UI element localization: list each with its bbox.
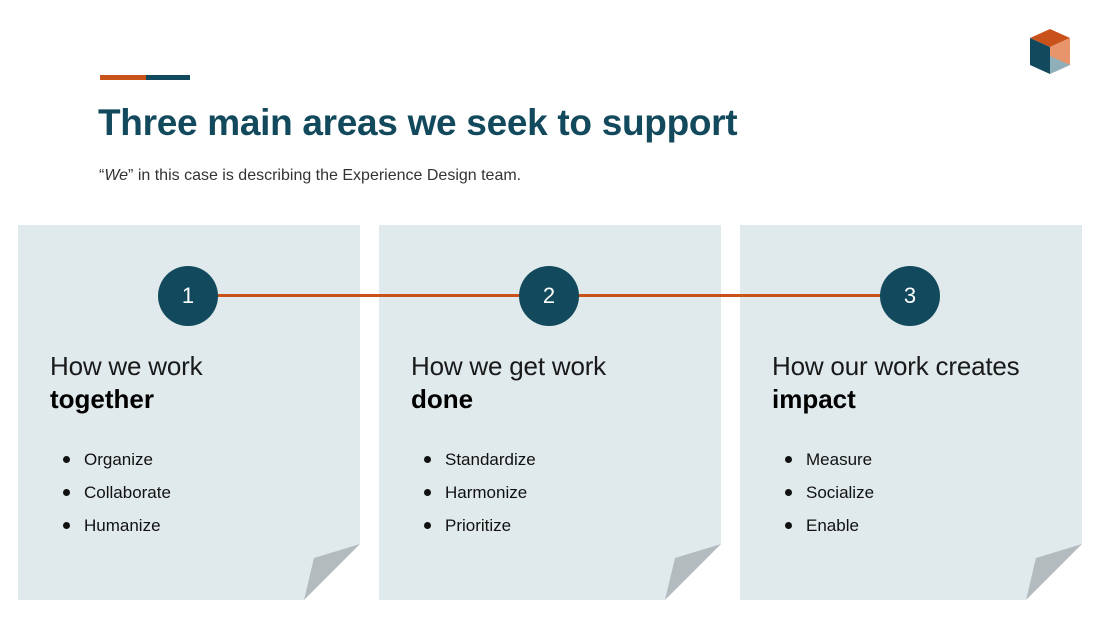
step-number-2: 2 [519, 266, 579, 326]
list-item: Enable [785, 514, 874, 547]
card-heading-impact: How our work creates impact [772, 350, 1020, 416]
title-accent-bar [100, 75, 190, 80]
list-item: Organize [63, 448, 171, 481]
page-title: Three main areas we seek to support [98, 102, 738, 143]
list-item: Prioritize [424, 514, 536, 547]
list-item: Harmonize [424, 481, 536, 514]
subtitle-emphasis: We [104, 167, 129, 184]
list-item: Socialize [785, 481, 874, 514]
page-subtitle: “We” in this case is describing the Expe… [99, 167, 521, 185]
card-heading-bold: impact [772, 384, 856, 414]
page-curl-fold [665, 544, 721, 600]
accent-bar-orange [100, 75, 146, 80]
list-item: Collaborate [63, 481, 171, 514]
card-heading-light: How our work creates [772, 351, 1020, 381]
subtitle-text: ” in this case is describing the Experie… [128, 167, 522, 184]
bullet-list-done: Standardize Harmonize Prioritize [424, 448, 536, 547]
bullet-list-impact: Measure Socialize Enable [785, 448, 874, 547]
list-item: Humanize [63, 514, 171, 547]
accent-bar-teal [146, 75, 190, 80]
card-heading-together: How we work together [50, 350, 203, 416]
page-curl-fold [1026, 544, 1082, 600]
card-heading-light: How we get work [411, 351, 606, 381]
card-heading-bold: together [50, 384, 154, 414]
cube-logo-icon [1024, 26, 1076, 78]
card-heading-light: How we work [50, 351, 203, 381]
bullet-list-together: Organize Collaborate Humanize [63, 448, 171, 547]
card-heading-done: How we get work done [411, 350, 606, 416]
step-number-3: 3 [880, 266, 940, 326]
card-together [18, 225, 360, 600]
page-curl-fold [304, 544, 360, 600]
step-number-1: 1 [158, 266, 218, 326]
list-item: Measure [785, 448, 874, 481]
subtitle-open-quote: “ [99, 167, 105, 184]
card-heading-bold: done [411, 384, 474, 414]
list-item: Standardize [424, 448, 536, 481]
